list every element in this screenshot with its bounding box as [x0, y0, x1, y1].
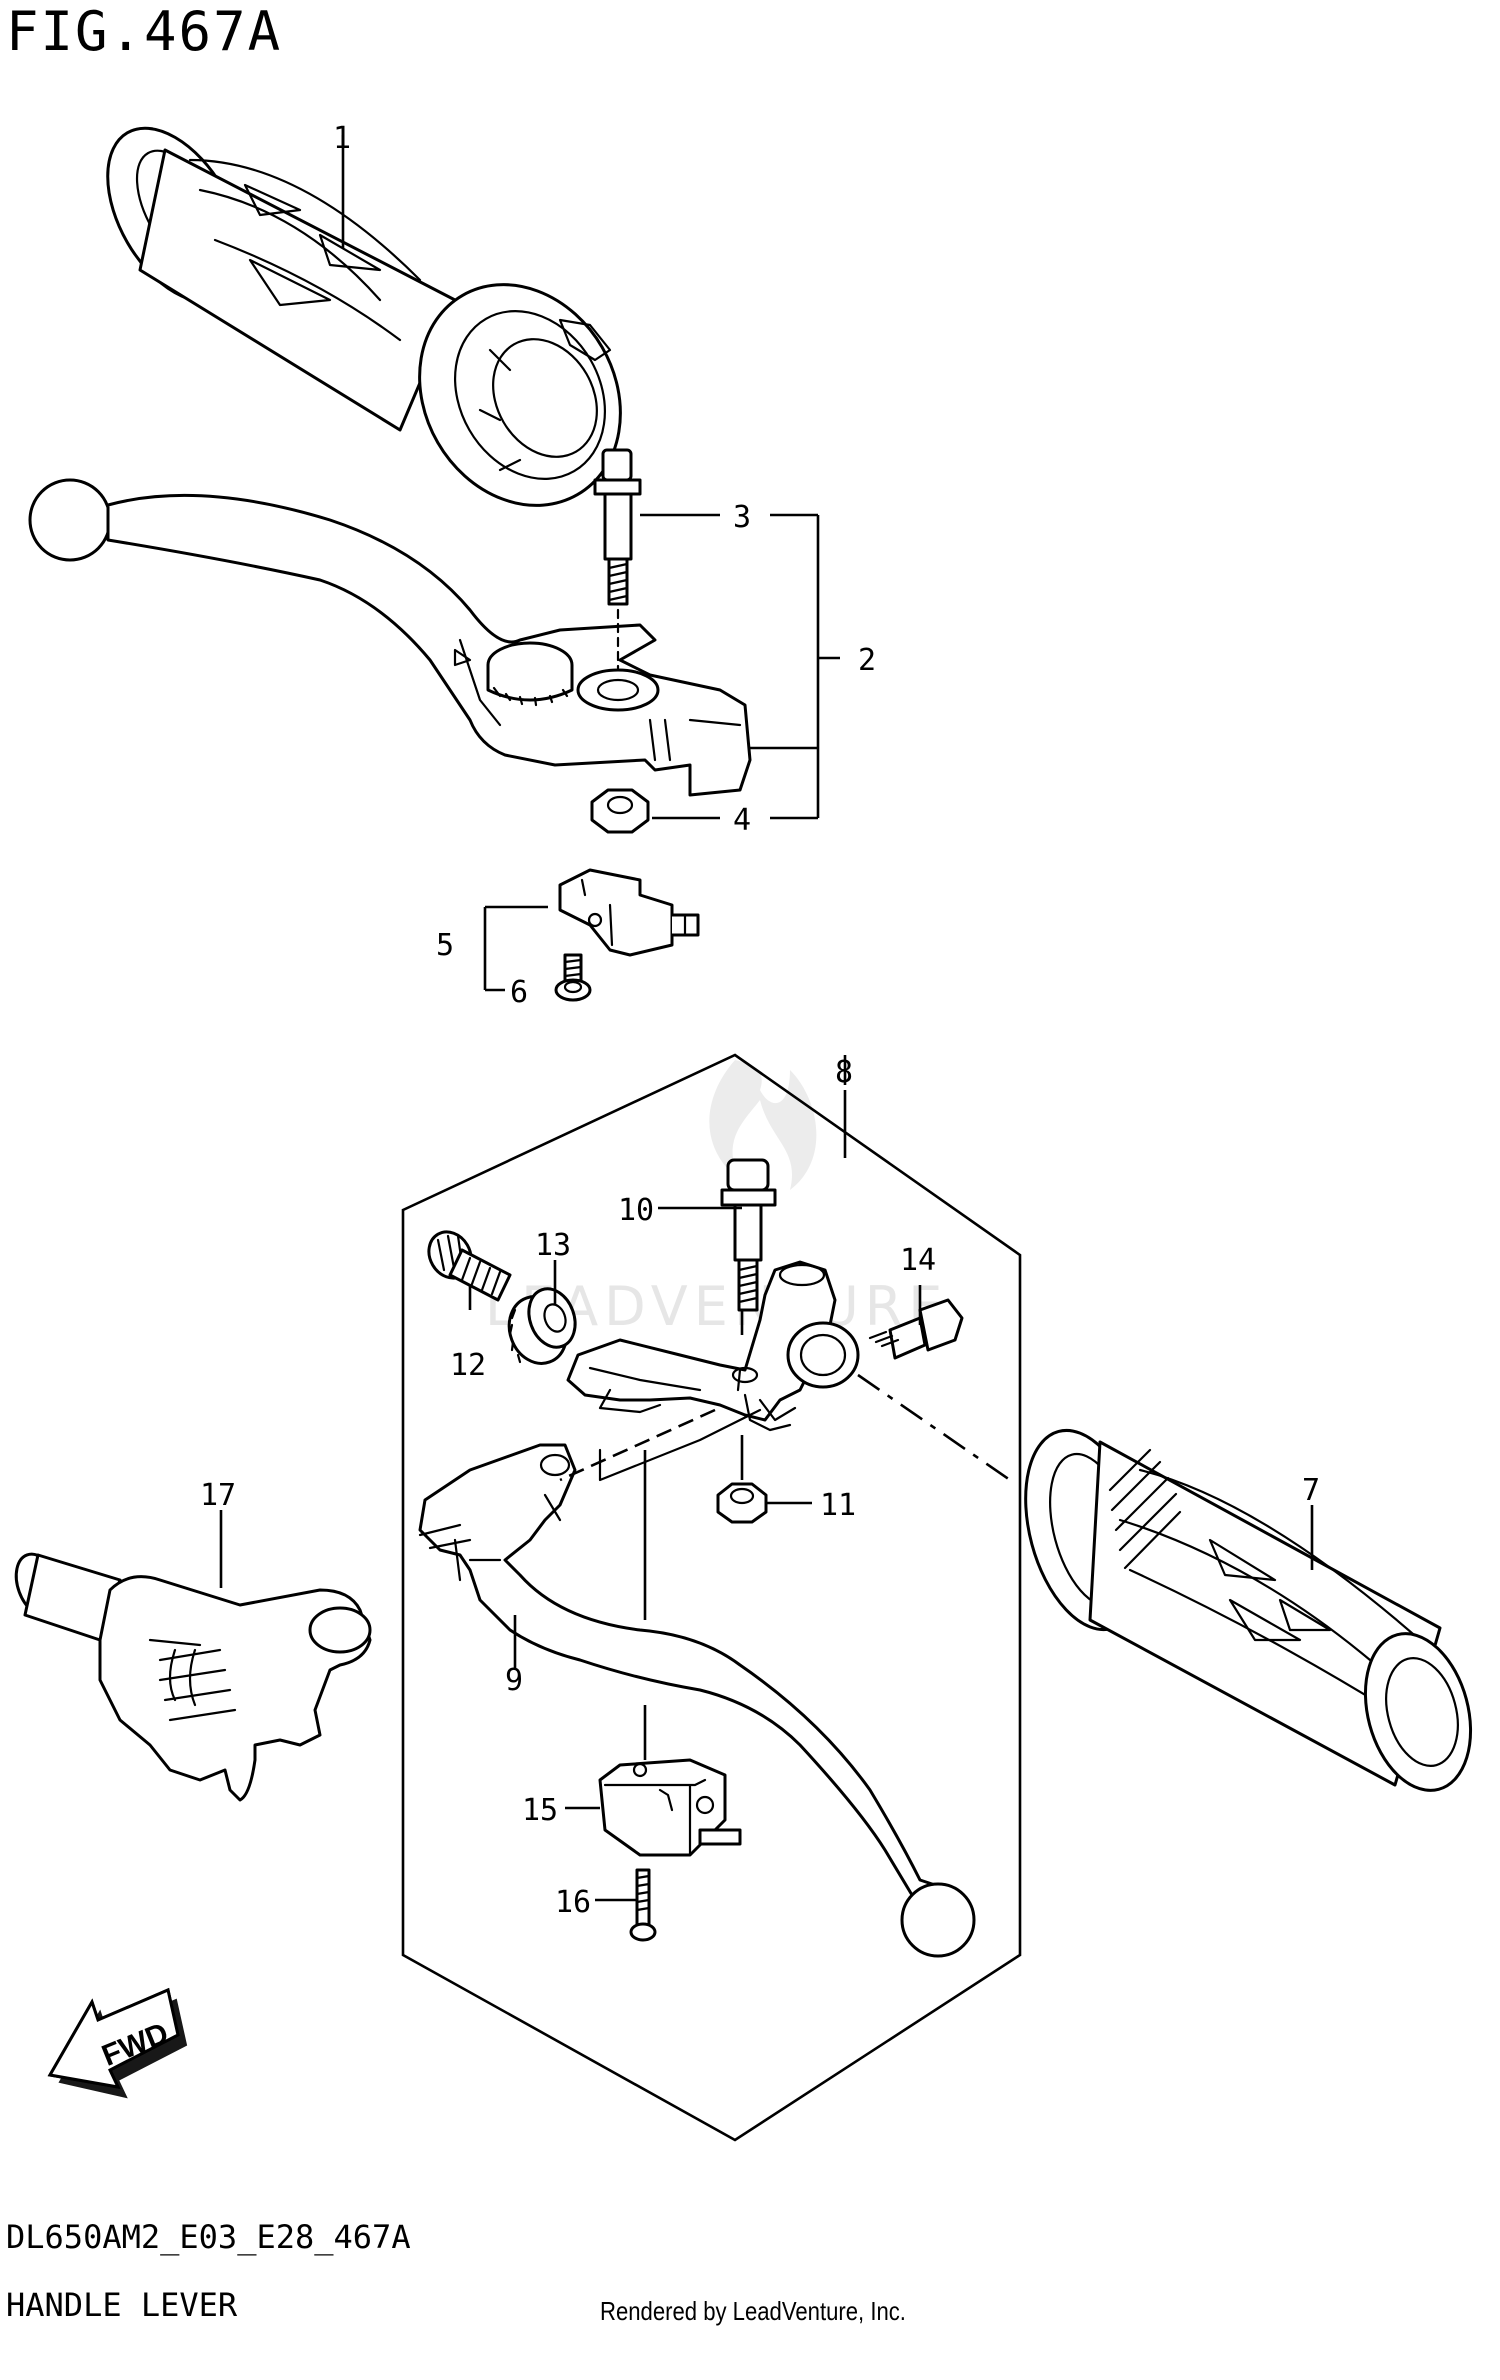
rendered-by-credit: Rendered by LeadVenture, Inc.	[600, 2296, 906, 2326]
callout-7: 7	[1302, 1473, 1320, 1508]
callout-numbers: 1 2 3 4 5 6 7 8 9 10 11 12 13 14 15 16 1…	[200, 121, 1320, 1920]
callout-6: 6	[510, 975, 528, 1010]
part-4-nut	[590, 788, 650, 834]
callout-4: 4	[733, 803, 751, 838]
part-7-grip	[1024, 1428, 1473, 1792]
figure-code: DL650AM2_E03_E28_467A	[6, 2218, 411, 2256]
callout-5: 5	[436, 928, 454, 963]
callout-17: 17	[200, 1478, 236, 1513]
callout-12: 12	[450, 1348, 486, 1383]
part-17-cable-holder	[14, 1552, 372, 1802]
callout-16: 16	[555, 1885, 591, 1920]
callout-3: 3	[733, 500, 751, 535]
part-9-clutch-lever	[418, 1408, 976, 1958]
part-6-screw	[554, 953, 592, 1002]
part-3-pivot-bolt	[593, 448, 642, 670]
callout-8: 8	[835, 1055, 853, 1090]
part-16-screw	[629, 1868, 657, 1942]
callout-11: 11	[820, 1488, 856, 1523]
callout-13: 13	[535, 1228, 571, 1263]
part-1-throttle-grip	[106, 126, 622, 507]
lower-callout-lines	[219, 1055, 1314, 1902]
callout-14: 14	[900, 1243, 936, 1278]
callout-15: 15	[522, 1793, 558, 1828]
callout-9: 9	[505, 1663, 523, 1698]
lever-holder	[566, 1260, 860, 1432]
part-10-pivot-bolt	[720, 1158, 777, 1312]
upper-callout-lines	[341, 135, 840, 992]
part-8-lever-kit-outline	[401, 1053, 1022, 2142]
part-2-brake-lever	[28, 478, 752, 797]
callout-1: 1	[333, 121, 351, 156]
part-11-nut	[716, 1482, 768, 1524]
callout-10: 10	[618, 1193, 654, 1228]
figure-title: FIG.467A	[6, 0, 283, 63]
part-15-clutch-switch	[598, 1758, 742, 1857]
kit-guide-lines	[559, 1310, 1011, 1760]
fwd-arrow-icon: FWD	[47, 1987, 188, 2099]
part-12-adjuster	[427, 1230, 512, 1302]
part-14-bolt	[868, 1298, 964, 1360]
figure-name: HANDLE LEVER	[6, 2286, 238, 2324]
part-13-adjuster-knob	[507, 1287, 577, 1365]
callout-2: 2	[858, 643, 876, 678]
part-5-stop-switch	[558, 868, 700, 957]
